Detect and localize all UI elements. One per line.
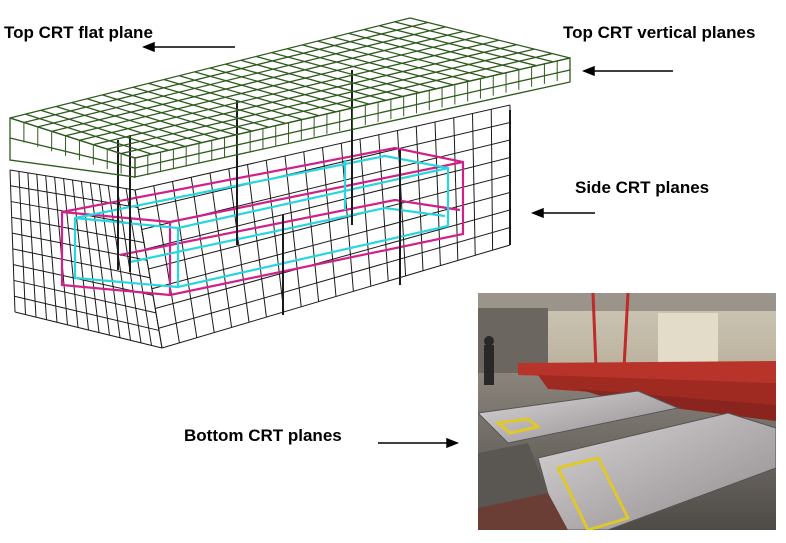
top-flat-grid-line bbox=[209, 67, 353, 109]
side-front-grid-line bbox=[12, 232, 148, 261]
top-flat-grid-line bbox=[286, 48, 437, 90]
top-flat-grid-line bbox=[102, 94, 236, 136]
photo-person bbox=[484, 345, 494, 385]
photo-floor-plate bbox=[478, 443, 548, 508]
top-flat-grid-line bbox=[194, 71, 336, 113]
top-flat-grid-line bbox=[117, 90, 253, 132]
arrow-side bbox=[530, 207, 595, 219]
side-long-grid-line bbox=[138, 122, 511, 211]
side-front-grid-line bbox=[98, 184, 121, 338]
side-front-grid-line bbox=[36, 174, 47, 320]
top-flat-grid-line bbox=[107, 48, 535, 150]
top-flat-grid-line bbox=[163, 78, 303, 121]
side-crt-right-grid bbox=[134, 104, 511, 349]
top-flat-grid-line bbox=[409, 17, 571, 59]
side-front-grid-line bbox=[12, 248, 151, 279]
top-flat-grid-line bbox=[23, 21, 428, 124]
side-long-grid-line bbox=[148, 174, 511, 270]
label-side-crt-planes: Side CRT planes bbox=[575, 178, 710, 197]
side-front-grid-line bbox=[89, 182, 110, 336]
side-long-grid-line bbox=[158, 227, 511, 329]
side-long-grid-line bbox=[145, 157, 511, 250]
side-front-grid-line bbox=[9, 169, 136, 191]
side-front-grid-line bbox=[72, 179, 89, 331]
top-flat-grid-line bbox=[179, 75, 320, 117]
photo-person-head bbox=[484, 336, 494, 346]
top-flat-grid-line bbox=[225, 63, 370, 105]
photo-crt-panel bbox=[537, 412, 776, 530]
top-flat-grid-line bbox=[9, 17, 411, 119]
top-flat-grid-line bbox=[240, 59, 387, 101]
top-flat-grid-line bbox=[120, 52, 553, 155]
top-flat-grid-line bbox=[79, 39, 500, 141]
side-front-grid-line bbox=[10, 185, 139, 209]
top-flat-grid-line bbox=[148, 82, 286, 125]
cryostat-outline-magenta bbox=[60, 146, 465, 297]
side-front-grid-line bbox=[45, 175, 58, 323]
top-flat-grid-line bbox=[93, 44, 517, 146]
top-crt-vertical-slats bbox=[9, 58, 571, 178]
photo-red-modules bbox=[518, 361, 776, 383]
side-front-grid-line bbox=[63, 178, 79, 328]
top-flat-grid-line bbox=[37, 26, 446, 128]
top-flat-grid-line bbox=[86, 98, 219, 140]
side-front-grid-line bbox=[80, 181, 100, 333]
top-flat-grid-line bbox=[317, 40, 470, 82]
side-front-grid-line bbox=[18, 171, 26, 315]
side-long-grid-line bbox=[134, 104, 511, 191]
top-flat-grid-line bbox=[394, 21, 554, 63]
side-front-grid-line bbox=[14, 295, 160, 331]
top-flat-grid-line bbox=[25, 113, 152, 155]
cryostat-outline-cyan bbox=[73, 154, 450, 289]
top-flat-grid-line bbox=[51, 30, 464, 132]
top-flat-grid-line bbox=[71, 101, 203, 144]
top-flat-grid-line bbox=[65, 35, 482, 137]
side-front-grid-line bbox=[9, 169, 16, 313]
photo-window bbox=[658, 313, 718, 363]
top-flat-grid-line bbox=[132, 86, 270, 128]
photo-floor-plate bbox=[478, 493, 568, 530]
label-bottom-crt-planes: Bottom CRT planes bbox=[184, 426, 342, 445]
top-crt-vertical-planes bbox=[9, 57, 571, 178]
top-crt-flat-plane bbox=[9, 17, 571, 159]
side-front-grid-line bbox=[27, 172, 37, 318]
photo-red-modules bbox=[538, 375, 776, 405]
top-flat-grid-line bbox=[40, 109, 169, 151]
arrow-top-vertical bbox=[581, 65, 673, 77]
side-long-grid-line bbox=[151, 192, 511, 290]
top-flat-grid-line bbox=[271, 51, 420, 94]
side-long-grid-line bbox=[155, 209, 511, 309]
label-top-crt-vertical-planes: Top CRT vertical planes bbox=[563, 23, 756, 42]
top-flat-grid-line bbox=[379, 25, 537, 67]
top-flat-grid-line bbox=[302, 44, 454, 86]
side-long-grid-line bbox=[161, 244, 511, 349]
top-flat-grid-line bbox=[348, 32, 504, 75]
top-flat-grid-line bbox=[55, 105, 186, 148]
side-front-grid-line bbox=[14, 311, 163, 349]
side-front-grid-line bbox=[11, 216, 145, 244]
photo-yellow-tape bbox=[555, 456, 631, 530]
top-flat-grid-line bbox=[332, 36, 487, 78]
photo-strap bbox=[591, 293, 598, 369]
top-flat-grid-line bbox=[255, 55, 403, 98]
side-front-grid-line bbox=[13, 279, 157, 314]
support-posts bbox=[117, 70, 511, 315]
arrows bbox=[141, 41, 673, 449]
photo-yellow-tape bbox=[494, 417, 542, 435]
bottom-crt-photo bbox=[478, 293, 776, 530]
label-top-crt-flat-plane: Top CRT flat plane bbox=[4, 23, 153, 42]
bottom-crt-photo-illustration bbox=[478, 293, 776, 530]
photo-strap bbox=[622, 293, 630, 369]
arrow-bottom bbox=[378, 437, 460, 449]
top-flat-grid-line bbox=[363, 28, 520, 71]
arrow-top-flat bbox=[141, 41, 235, 53]
